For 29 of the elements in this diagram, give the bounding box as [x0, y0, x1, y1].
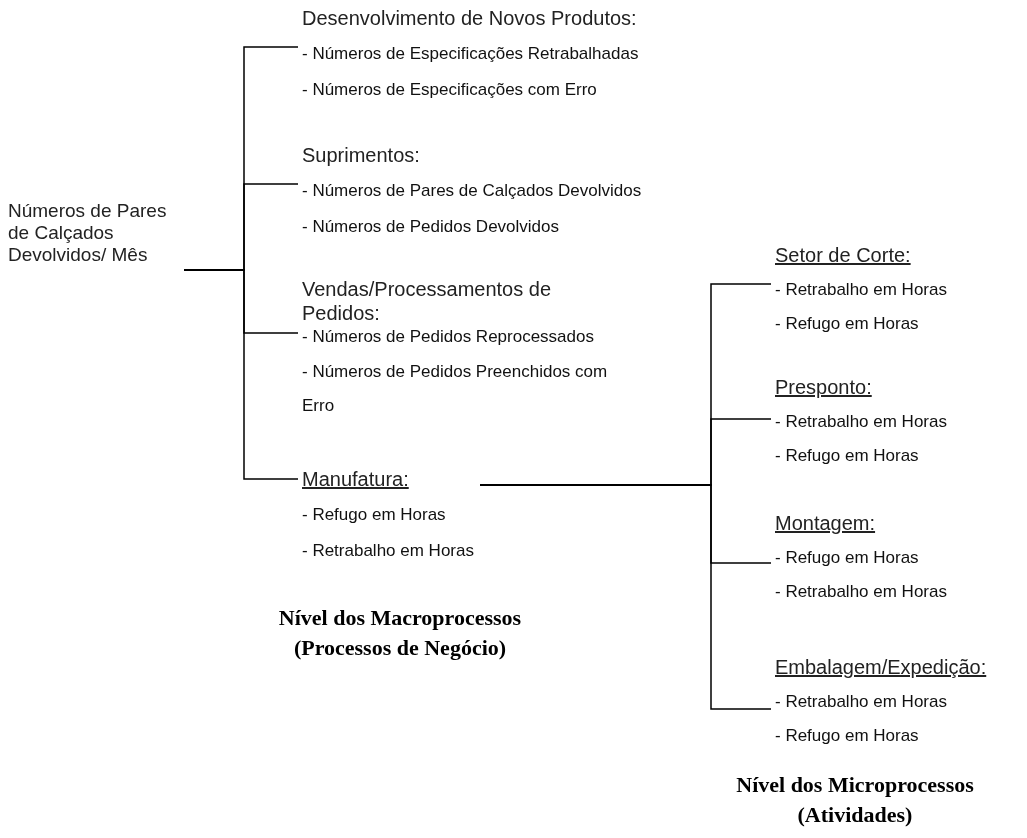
indicator-item: - Retrabalho em Horas — [775, 581, 947, 603]
indicator-item: - Números de Pedidos Preenchidos com Erro — [302, 361, 609, 417]
indicator-item: - Retrabalho em Horas — [302, 540, 474, 562]
indicator-item: - Números de Especificações com Erro — [302, 79, 597, 101]
process-heading: Montagem: — [775, 511, 876, 535]
indicator-item: - Refugo em Horas — [302, 504, 446, 526]
indicator-item: - Refugo em Horas — [775, 725, 919, 747]
level-caption: Nível dos Microprocessos (Atividades) — [735, 771, 975, 829]
process-heading: Embalagem/Expedição: — [775, 655, 987, 679]
process-heading: Presponto: — [775, 375, 872, 399]
indicator-item: - Retrabalho em Horas — [775, 411, 947, 433]
process-heading: Desenvolvimento de Novos Produtos: — [302, 6, 637, 30]
process-heading: Vendas/Processamentos de Pedidos: — [302, 277, 553, 325]
connector-line — [479, 484, 772, 710]
level-caption: Nível dos Macroprocessos (Processos de Negócio) — [277, 604, 523, 662]
indicator-item: - Retrabalho em Horas — [775, 279, 947, 301]
indicator-item: - Números de Especificações Retrabalhadas — [302, 43, 639, 65]
root-metric-text: Números de Pares de Calçados Devolvidos/ Mês — [8, 200, 168, 266]
indicator-item: - Refugo em Horas — [775, 313, 919, 335]
indicator-item: - Retrabalho em Horas — [775, 691, 947, 713]
indicator-item: - Refugo em Horas — [775, 547, 919, 569]
process-heading: Setor de Corte: — [775, 243, 911, 267]
connector-line — [183, 269, 299, 480]
indicator-item: - Números de Pedidos Devolvidos — [302, 216, 559, 238]
process-heading: Suprimentos: — [302, 143, 420, 167]
indicator-item: - Refugo em Horas — [775, 445, 919, 467]
indicator-item: - Números de Pedidos Reprocessados — [302, 326, 594, 348]
process-heading: Manufatura: — [302, 467, 409, 491]
indicator-item: - Números de Pares de Calçados Devolvidos — [302, 180, 642, 202]
